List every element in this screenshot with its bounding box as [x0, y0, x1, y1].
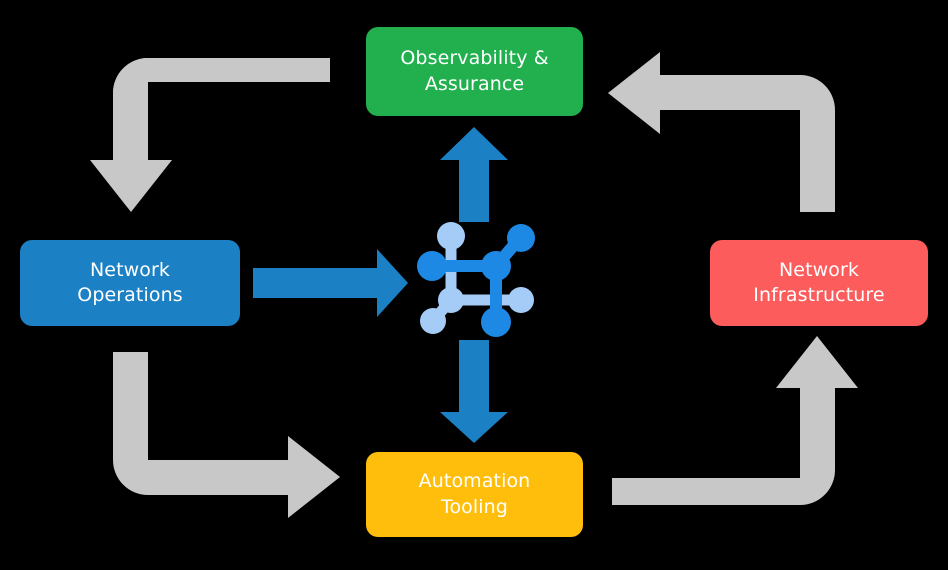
arrow-down-to-automation-tooling [440, 340, 508, 443]
network-icon-nodes [417, 222, 535, 337]
arrow-right-to-center [253, 249, 408, 317]
connector-network-operations-to-automation-tooling [113, 352, 340, 518]
node-box-network-operations[interactable]: Network Operations [20, 240, 240, 326]
network-icon-links [426, 230, 526, 328]
arrow-up-to-observability [440, 127, 508, 222]
node-box-observability[interactable]: Observability & Assurance [366, 27, 583, 116]
connector-automation-tooling-to-network-infrastructure [612, 336, 858, 505]
connector-network-infrastructure-to-observability [608, 52, 835, 212]
node-box-automation-tooling[interactable]: Automation Tooling [366, 452, 583, 537]
node-box-network-infrastructure[interactable]: Network Infrastructure [710, 240, 928, 326]
connector-observability-to-network-operations [90, 58, 330, 212]
